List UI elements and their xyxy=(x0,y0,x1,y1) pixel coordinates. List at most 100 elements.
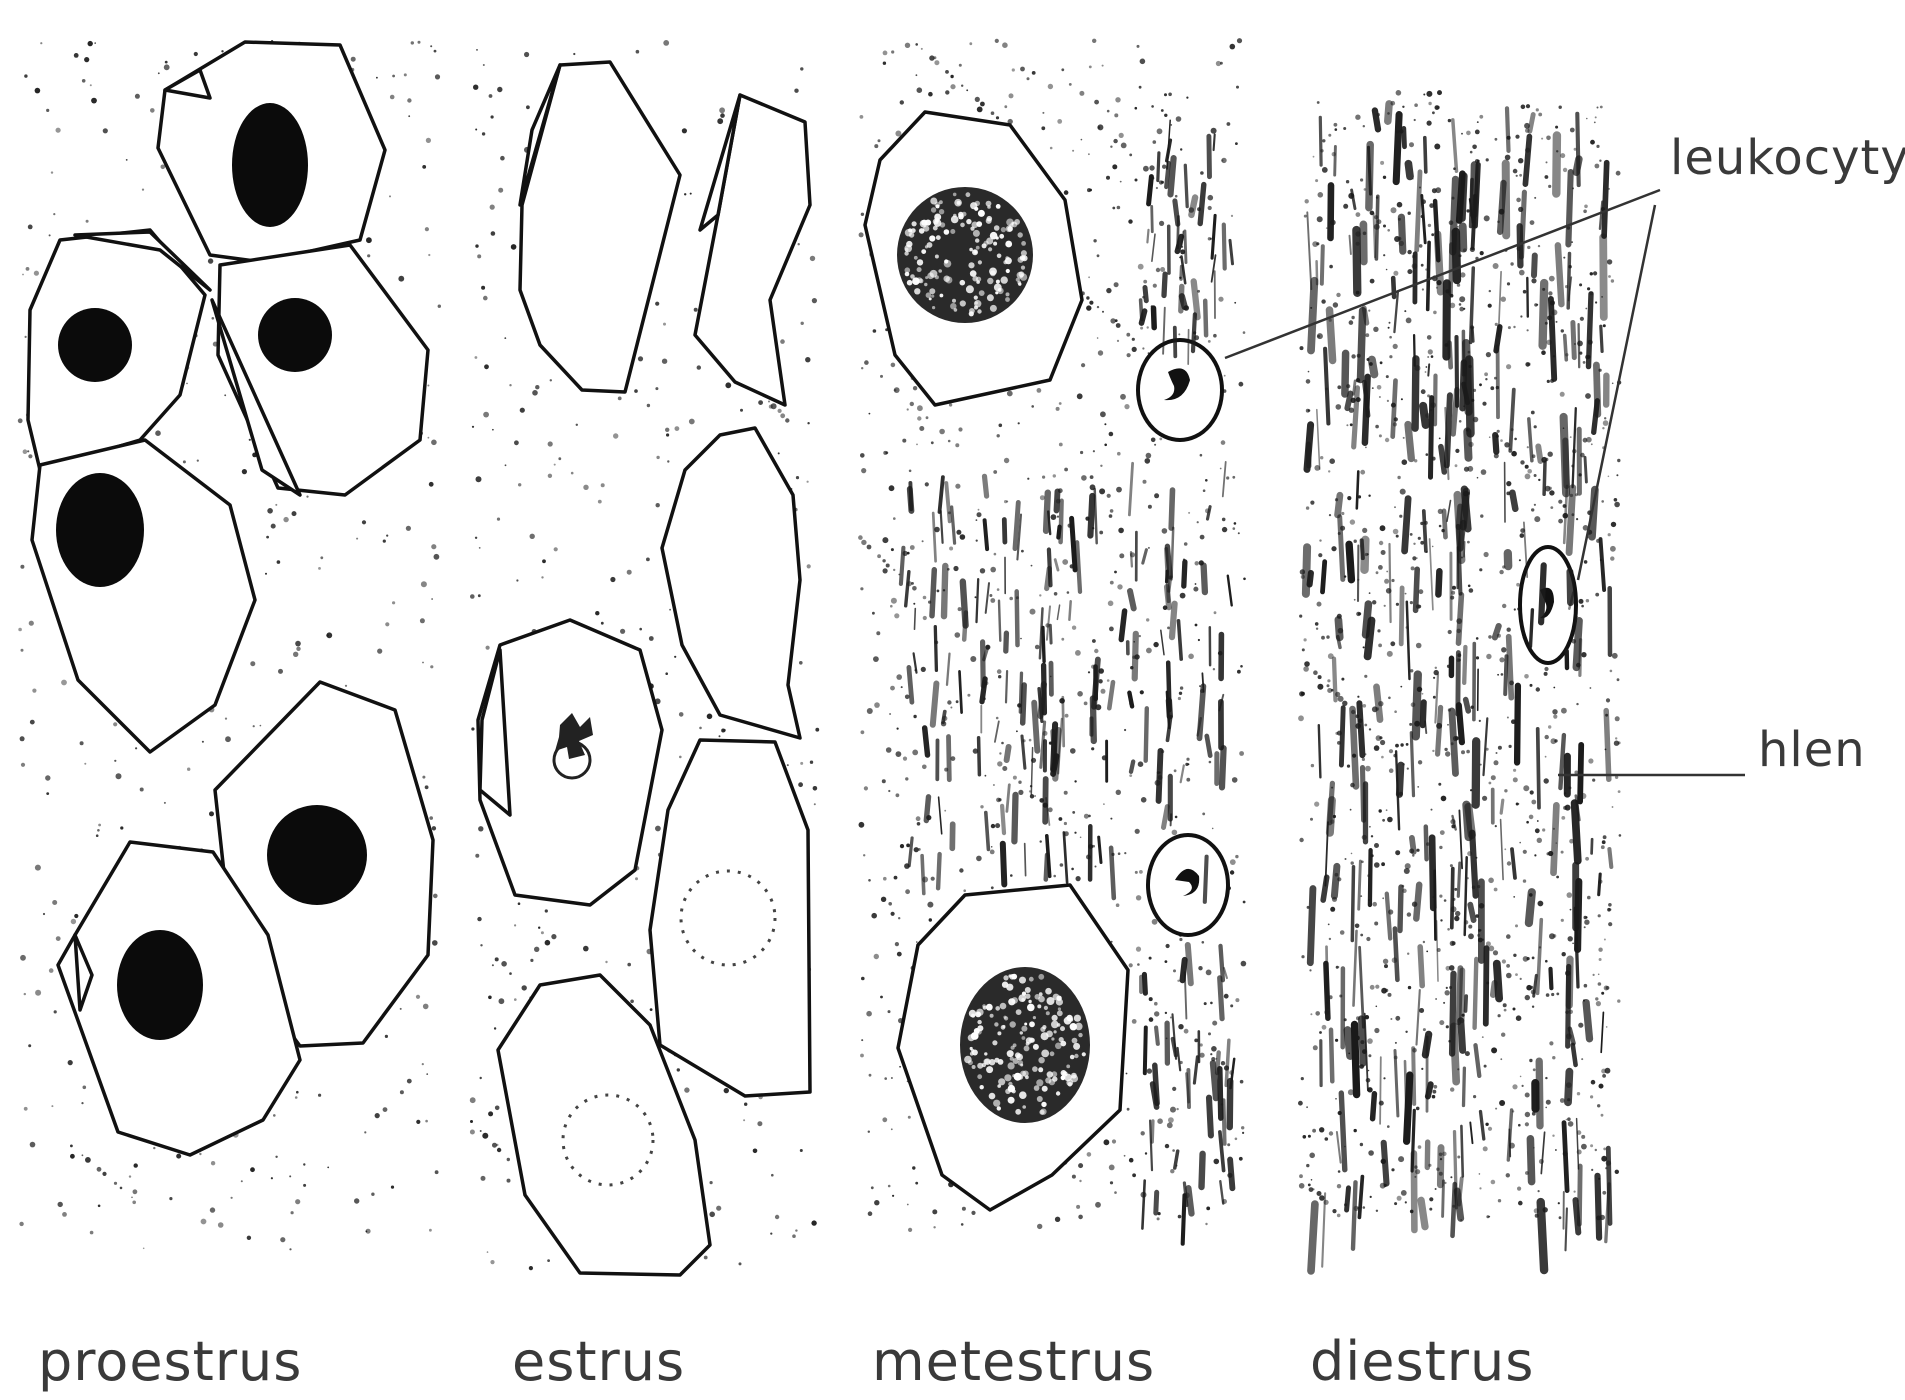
mucus-streak xyxy=(1606,711,1609,780)
speckle xyxy=(35,88,41,94)
nucleus-speck xyxy=(1041,1032,1049,1040)
speckle xyxy=(1095,1202,1101,1208)
speckle xyxy=(1009,93,1014,98)
speckle xyxy=(1124,729,1126,731)
speckle xyxy=(665,672,668,675)
speckle xyxy=(1590,1095,1593,1098)
speckle xyxy=(1167,627,1170,630)
mucus-streak xyxy=(1517,686,1518,763)
speckle xyxy=(1351,316,1354,319)
speckle xyxy=(225,736,231,742)
speckle xyxy=(1444,899,1447,902)
speckle xyxy=(1520,1076,1522,1078)
speckle xyxy=(1100,411,1106,417)
speckle xyxy=(1210,1002,1213,1005)
speckle xyxy=(1317,684,1323,690)
speckle xyxy=(896,674,902,680)
speckle xyxy=(1616,171,1621,176)
nucleus-speck xyxy=(1037,1004,1041,1008)
speckle xyxy=(1448,630,1452,634)
speckle xyxy=(1534,425,1537,428)
speckle xyxy=(917,822,921,826)
speckle xyxy=(1496,752,1498,754)
speckle xyxy=(1193,587,1198,592)
mucus-streak xyxy=(909,667,912,702)
nucleus-speck xyxy=(972,1065,976,1069)
speckle xyxy=(1318,553,1322,557)
speckle xyxy=(534,947,539,952)
speckle xyxy=(1165,960,1168,963)
speckle xyxy=(1495,323,1498,326)
nucleus-speck xyxy=(1022,1036,1026,1040)
mucus-streak xyxy=(1057,491,1058,510)
speckle xyxy=(1061,638,1064,641)
mucus-streak xyxy=(944,566,945,616)
speckle xyxy=(1548,452,1553,457)
speckle xyxy=(1132,338,1135,341)
speckle xyxy=(1493,263,1499,269)
mucus-streak xyxy=(1387,894,1390,939)
speckle xyxy=(868,1211,873,1216)
speckle xyxy=(1126,333,1130,337)
speckle xyxy=(20,955,26,961)
speckle xyxy=(231,1197,233,1199)
speckle xyxy=(1555,126,1558,129)
speckle xyxy=(260,725,262,727)
speckle xyxy=(487,1251,489,1253)
mucus-streak xyxy=(1510,390,1514,451)
speckle xyxy=(386,535,388,537)
speckle xyxy=(1585,857,1589,861)
speckle xyxy=(1170,1017,1172,1019)
speckle xyxy=(518,902,521,905)
speckle xyxy=(1002,766,1007,771)
speckle xyxy=(1482,1036,1484,1038)
speckle xyxy=(1178,697,1181,700)
speckle xyxy=(1614,502,1620,508)
speckle xyxy=(1389,336,1392,339)
speckle xyxy=(1402,459,1408,465)
speckle xyxy=(1322,1025,1327,1030)
speckle xyxy=(518,483,521,486)
speckle xyxy=(1224,994,1229,999)
speckle xyxy=(22,274,24,276)
mucus-streak xyxy=(1560,735,1564,788)
mucus-streak xyxy=(939,797,942,834)
speckle xyxy=(601,483,605,487)
speckle xyxy=(1482,796,1487,801)
speckle xyxy=(1118,852,1121,855)
speckle xyxy=(1405,1031,1407,1033)
speckle xyxy=(1114,571,1117,574)
speckle xyxy=(1602,1074,1606,1078)
speckle xyxy=(891,548,894,551)
speckle xyxy=(1374,1028,1379,1033)
speckle xyxy=(1057,516,1059,518)
speckle xyxy=(1364,724,1367,727)
speckle xyxy=(869,413,871,415)
speckle xyxy=(303,1184,306,1187)
speckle xyxy=(1426,453,1429,456)
speckle xyxy=(1529,1059,1532,1062)
mucus-streak xyxy=(1359,1177,1362,1218)
speckle xyxy=(1590,272,1593,275)
speckle xyxy=(663,40,669,46)
speckle xyxy=(1504,1009,1507,1012)
speckle xyxy=(1243,331,1246,334)
speckle xyxy=(134,1163,138,1167)
speckle xyxy=(398,276,404,282)
speckle xyxy=(1214,1159,1220,1165)
speckle xyxy=(1546,1100,1551,1105)
speckle xyxy=(83,1086,87,1090)
nucleus-speck xyxy=(1045,1077,1051,1083)
speckle xyxy=(266,536,269,539)
speckle xyxy=(1433,677,1435,679)
speckle xyxy=(1075,650,1081,656)
speckle xyxy=(1484,1065,1487,1068)
speckle xyxy=(717,118,723,124)
mucus-streak xyxy=(1476,1045,1480,1076)
speckle xyxy=(891,50,894,53)
speckle xyxy=(1110,1181,1113,1184)
speckle xyxy=(1072,150,1074,152)
speckle xyxy=(1599,958,1602,961)
nucleus-speck xyxy=(968,262,974,268)
speckle xyxy=(318,567,321,570)
